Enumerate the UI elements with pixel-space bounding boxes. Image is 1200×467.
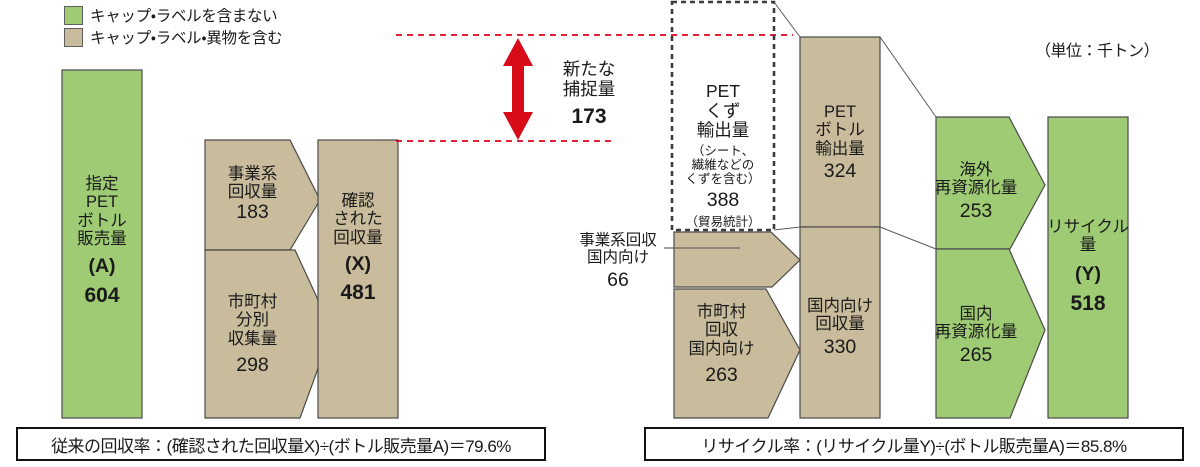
pet-bottle-export-line3: 輸出量 [815,139,865,158]
formula-collection-rate: 従来の回収率：(確認された回収量X)÷(ボトル販売量A)＝79.6% [16,427,546,461]
municipal-domestic-line2: 回収 [705,321,738,340]
municipal-domestic-value: 263 [705,364,738,387]
recycle-amount-line1: リサイクル [1047,218,1129,236]
domestic-collected-line2: 回収量 [815,315,865,334]
label-new-capture: 新たな 捕捉量 173 [537,59,641,129]
label-designated-sales: 指定 PET ボトル 販売量 (A) 604 [62,175,142,307]
business-domestic-value: 66 [607,268,629,291]
pet-scrap-export-value: 388 [706,188,740,211]
new-capture-value: 173 [571,105,607,129]
connector-business-domestic-to-export [773,226,801,231]
pet-scrap-export-note3: くずを含む） [685,171,761,186]
label-business-domestic: 事業系回収 国内向け 66 [563,232,673,292]
shape-domestic-collected [799,226,881,419]
shape-confirmed-collected [317,139,399,419]
designated-sales-code: (A) [88,254,116,277]
label-domestic-recycled: 国内 再資源化量 265 [930,305,1022,367]
domestic-collected-value: 330 [823,335,857,358]
shape-business-collected [204,139,321,251]
overseas-recycled-line1: 海外 [959,161,993,179]
recycle-amount-line2: 量 [1079,236,1097,255]
recycle-amount-code: (Y) [1075,262,1101,285]
domestic-recycled-value: 265 [959,343,993,366]
new-capture-line1: 新たな [562,59,616,79]
confirmed-collected-line1: 確認 [341,192,375,210]
municipal-collected-line1: 市町村 [227,293,278,311]
pet-scrap-export-line1: PET [705,81,741,101]
domestic-collected-line1: 国内向け [807,297,873,315]
municipal-collected-value: 298 [236,354,269,377]
overseas-recycled-line2: 再資源化量 [934,179,1018,198]
designated-sales-value: 604 [84,283,120,307]
shape-overseas-recycled [935,116,1046,250]
recycle-amount-value: 518 [1070,291,1106,315]
business-collected-line1: 事業系 [227,165,278,183]
pet-bottle-export-line1: PET [823,103,857,121]
shape-business-domestic [673,231,801,288]
connector-domestic-collected-to-domestic-recycled [879,226,937,250]
pet-scrap-export-source: （貿易統計） [685,214,761,229]
designated-sales-line1: 指定 [85,175,119,193]
new-capture-arrow [503,38,533,140]
legend-swatch-green [64,5,83,25]
legend-item-includes-cap-label-foreign: キャップ・ラベル・異物を含む [64,26,283,48]
overseas-recycled-value: 253 [959,199,993,222]
business-domestic-line2: 国内向け [586,249,649,267]
confirmed-collected-value: 481 [340,281,376,305]
legend-label-tan: キャップ・ラベル・異物を含む [90,30,283,47]
shape-municipal-domestic [673,288,801,419]
label-confirmed-collected: 確認 された 回収量 (X) 481 [318,192,398,305]
municipal-collected-line3: 収集量 [227,329,278,348]
business-collected-value: 183 [236,200,269,223]
pet-scrap-export-note1: （シート、 [691,143,755,158]
designated-sales-line4: 販売量 [77,230,127,249]
confirmed-collected-code: (X) [345,253,371,276]
business-domestic-line1: 事業系回収 [579,232,657,249]
label-municipal-domestic: 市町村 回収 国内向け 263 [674,303,769,387]
label-pet-bottle-export: PET ボトル 輸出量 324 [800,103,880,183]
confirmed-collected-line2: された [333,210,383,229]
municipal-domestic-line3: 国内向け [688,339,755,358]
legend-label-green: キャップ・ラベルを含まない [90,8,278,25]
label-municipal-collected: 市町村 分別 収集量 298 [205,293,300,377]
pet-bottle-export-value: 324 [823,160,857,183]
new-capture-line2: 捕捉量 [562,78,616,99]
label-overseas-recycled: 海外 再資源化量 253 [930,161,1022,223]
shape-pet-bottle-export [799,36,881,228]
label-domestic-collected: 国内向け 回収量 330 [798,297,882,359]
pet-scrap-export-line3: 輸出量 [696,120,750,141]
municipal-collected-line2: 分別 [236,311,269,330]
designated-sales-line3: ボトル [77,211,127,230]
domestic-recycled-line1: 国内 [959,305,993,323]
shape-designated-sales [61,69,143,419]
shape-pet-scrap-export-dashed [670,0,776,232]
shape-domestic-recycled [935,248,1046,419]
label-recycle-amount: リサイクル 量 (Y) 518 [1044,218,1132,315]
business-collected-line2: 回収量 [227,183,278,202]
connector-scrap-to-bottle-export [773,1,801,38]
pet-bottle-export-line2: ボトル [815,121,865,140]
shape-recycle-amount [1047,116,1129,419]
shape-municipal-collected [204,249,333,419]
confirmed-collected-line3: 回収量 [333,228,383,247]
legend: キャップ・ラベルを含まない キャップ・ラベル・異物を含む [64,4,283,48]
designated-sales-line2: PET [85,193,119,212]
unit-note: （単位：千トン） [1035,43,1160,60]
domestic-recycled-line2: 再資源化量 [934,323,1018,342]
pet-scrap-export-note2: 繊維などの [691,157,755,172]
legend-item-excludes-cap-label: キャップ・ラベルを含まない [64,4,282,26]
label-pet-scrap-export: PET くず 輸出量 （シート、 繊維などの くずを含む） 388 （貿易統計） [672,81,774,229]
municipal-domestic-line1: 市町村 [696,303,747,321]
formula-recycle-rate: リサイクル率：(リサイクル量Y)÷(ボトル販売量A)＝85.8% [644,427,1184,461]
connector-bottle-export-to-overseas [879,36,937,118]
pet-scrap-export-line2: くず [705,100,741,121]
label-business-collected: 事業系 回収量 183 [205,165,300,224]
legend-swatch-tan [64,27,83,47]
